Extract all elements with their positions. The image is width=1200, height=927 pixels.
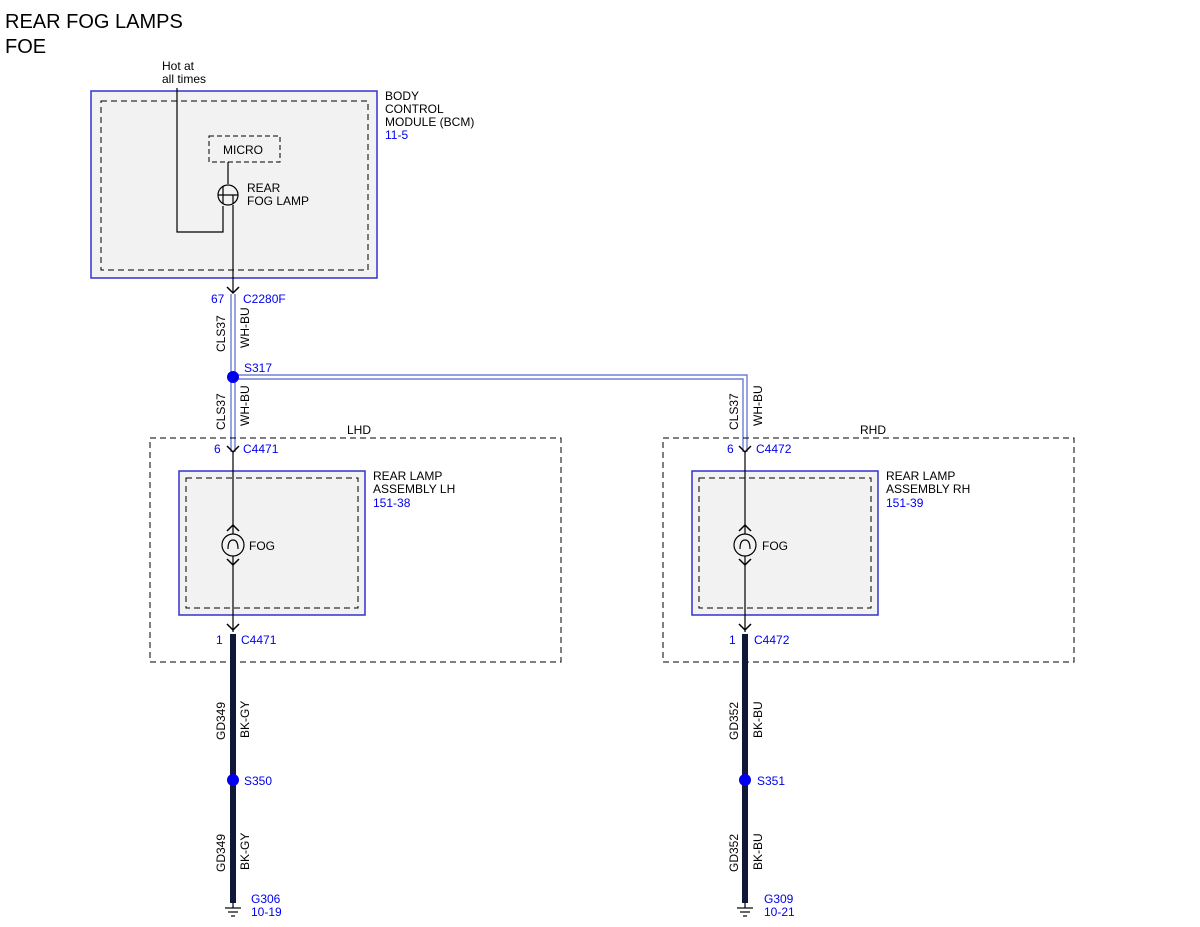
splice-s317: [227, 371, 239, 383]
ground-g309-ref[interactable]: 10-21: [764, 905, 795, 919]
splice-s350: [227, 774, 239, 786]
lh-assembly-name-2: ASSEMBLY LH: [373, 482, 455, 496]
rhd-section: RHD CLS37 WH-BU 6 C4472 REAR LAMP ASSEMB…: [662, 385, 1075, 663]
fog-lamp-driver-icon: [217, 184, 239, 206]
hot-at-label-1: Hot at: [162, 59, 195, 73]
lhd-input-connector-label[interactable]: C4471: [243, 442, 279, 456]
lhd-ground-color-1: BK-GY: [238, 701, 252, 738]
rhd-output-connector: [738, 623, 752, 632]
bcm-inner-boundary: [100, 100, 369, 271]
rhd-ground-circuit-2: GD352: [727, 834, 741, 872]
lhd-ground-circuit-2: GD349: [214, 834, 228, 872]
bcm-name-3: MODULE (BCM): [385, 115, 474, 129]
driver-label-1: REAR: [247, 181, 281, 195]
bcm-connector-label[interactable]: C2280F: [243, 292, 286, 306]
lhd-output-connector-label[interactable]: C4471: [241, 633, 277, 647]
bcm-outline: [90, 90, 378, 279]
rh-assembly-name-2: ASSEMBLY RH: [886, 482, 970, 496]
power-wires: [230, 294, 748, 452]
ground-g306-label[interactable]: G306: [251, 892, 281, 906]
lhd-output-connector: [226, 623, 240, 632]
rhd-boundary: [662, 437, 1075, 663]
rhd-input-connector-label[interactable]: C4472: [756, 442, 792, 456]
rhd-ground-color-2: BK-BU: [751, 833, 765, 870]
ground-g309-icon: [737, 903, 753, 917]
rear-lamp-lh-inner: [185, 477, 359, 609]
rhd-input-pin: 6: [727, 442, 734, 456]
lh-fog-label: FOG: [249, 539, 275, 553]
rh-fog-label: FOG: [762, 539, 788, 553]
rhd-ground-circuit: GD352 BK-BU S351 GD352 BK-BU G309 10-21: [727, 634, 795, 919]
rhd-wire-color: WH-BU: [751, 385, 765, 426]
connector-c2280f: 67 C2280F: [211, 286, 286, 306]
bcm-module: MICRO Hot at all times BODY CONTROL MODU…: [90, 59, 474, 292]
lhd-label: LHD: [347, 423, 371, 437]
bcm-power-feed: [176, 88, 224, 233]
rhd-output-pin: 1: [729, 633, 736, 647]
upper-wire-circuit: CLS37: [214, 315, 228, 352]
rhd-label: RHD: [860, 423, 886, 437]
ground-g306-icon: [225, 903, 241, 917]
lhd-ground-circuit: GD349 BK-GY S350 GD349 BK-GY G306 10-19: [214, 634, 282, 919]
rear-lamp-lh-outline: [178, 470, 366, 616]
rear-lamp-rh-outline: [691, 470, 879, 616]
lh-assembly-ref-link[interactable]: 151-38: [373, 496, 411, 510]
lhd-boundary: [149, 437, 562, 663]
bcm-pin-number: 67: [211, 292, 225, 306]
micro-label: MICRO: [223, 143, 263, 157]
lhd-ground-circuit-1: GD349: [214, 702, 228, 740]
rhd-ground-circuit-1: GD352: [727, 702, 741, 740]
diagram-code: FOE: [5, 36, 46, 58]
ground-g306-ref[interactable]: 10-19: [251, 905, 282, 919]
upper-wire-color: WH-BU: [238, 307, 252, 348]
lhd-input-pin: 6: [214, 442, 221, 456]
bcm-name-1: BODY: [385, 89, 419, 103]
diagram-title: REAR FOG LAMPS: [5, 11, 183, 33]
splice-s351-label[interactable]: S351: [757, 774, 785, 788]
splice-s350-label[interactable]: S350: [244, 774, 272, 788]
lhd-input-connector: [226, 445, 240, 454]
hot-at-label-2: all times: [162, 72, 206, 86]
rear-lamp-rh-inner: [698, 477, 872, 609]
rh-assembly-name-1: REAR LAMP: [886, 469, 955, 483]
splice-s351: [739, 774, 751, 786]
driver-label-2: FOG LAMP: [247, 194, 309, 208]
lhd-wire-color: WH-BU: [238, 385, 252, 426]
bcm-name-2: CONTROL: [385, 102, 444, 116]
lhd-section: LHD CLS37 WH-BU 6 C4471 REAR LAMP ASSEMB…: [149, 385, 562, 663]
micro-box: [208, 135, 281, 163]
bcm-ref-link[interactable]: 11-5: [385, 128, 408, 142]
lh-assembly-name-1: REAR LAMP: [373, 469, 442, 483]
rhd-wire-circuit: CLS37: [727, 393, 741, 430]
rhd-ground-color-1: BK-BU: [751, 701, 765, 738]
rh-assembly-ref-link[interactable]: 151-39: [886, 496, 924, 510]
splice-s317-label[interactable]: S317: [244, 361, 272, 375]
ground-g309-label[interactable]: G309: [764, 892, 794, 906]
lhd-output-pin: 1: [216, 633, 223, 647]
lhd-ground-color-2: BK-GY: [238, 833, 252, 870]
lhd-wire-circuit: CLS37: [214, 393, 228, 430]
rhd-output-connector-label[interactable]: C4472: [754, 633, 790, 647]
